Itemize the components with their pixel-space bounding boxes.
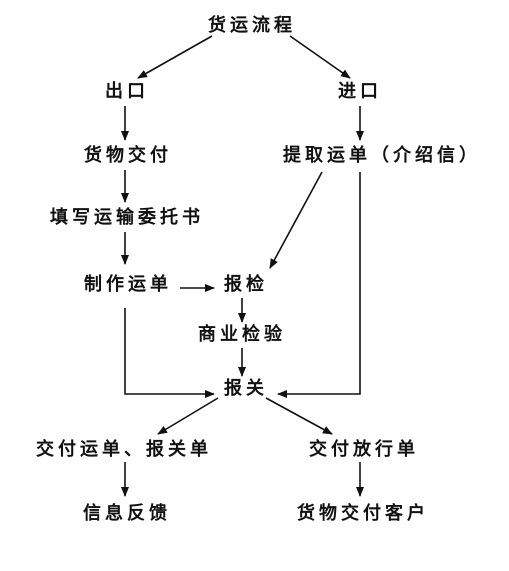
- node-pick-waybill: 提取运单（介绍信）: [283, 145, 481, 166]
- arrow-root-to-export: [137, 35, 213, 79]
- arrow-pick-waybill-to-customs: [277, 172, 361, 398]
- node-customs-declaration: 报关: [224, 378, 268, 399]
- arrow-customs-to-release-note: [265, 397, 333, 435]
- node-deliver-to-customer: 货物交付客户: [297, 503, 429, 524]
- node-deliver-release-note: 交付放行单: [309, 439, 419, 460]
- node-commodity-inspection: 商业检验: [198, 324, 286, 345]
- node-goods-delivery: 货物交付: [84, 145, 172, 166]
- arrow-make-waybill-to-customs: [124, 308, 215, 398]
- node-inspection-report: 报检: [224, 274, 268, 295]
- node-info-feedback: 信息反馈: [83, 503, 171, 524]
- node-fill-consignment: 填写运输委托书: [50, 207, 204, 228]
- node-import: 进口: [338, 81, 382, 102]
- node-freight-process: 货运流程: [208, 15, 296, 36]
- arrow-pick-waybill-to-inspection: [269, 171, 323, 269]
- node-export: 出口: [105, 81, 149, 102]
- node-make-waybill: 制作运单: [84, 274, 172, 295]
- arrow-root-to-import: [289, 35, 351, 79]
- node-deliver-waybill-customs: 交付运单、报关单: [36, 439, 212, 460]
- arrow-customs-to-deliver-waybill: [157, 397, 219, 435]
